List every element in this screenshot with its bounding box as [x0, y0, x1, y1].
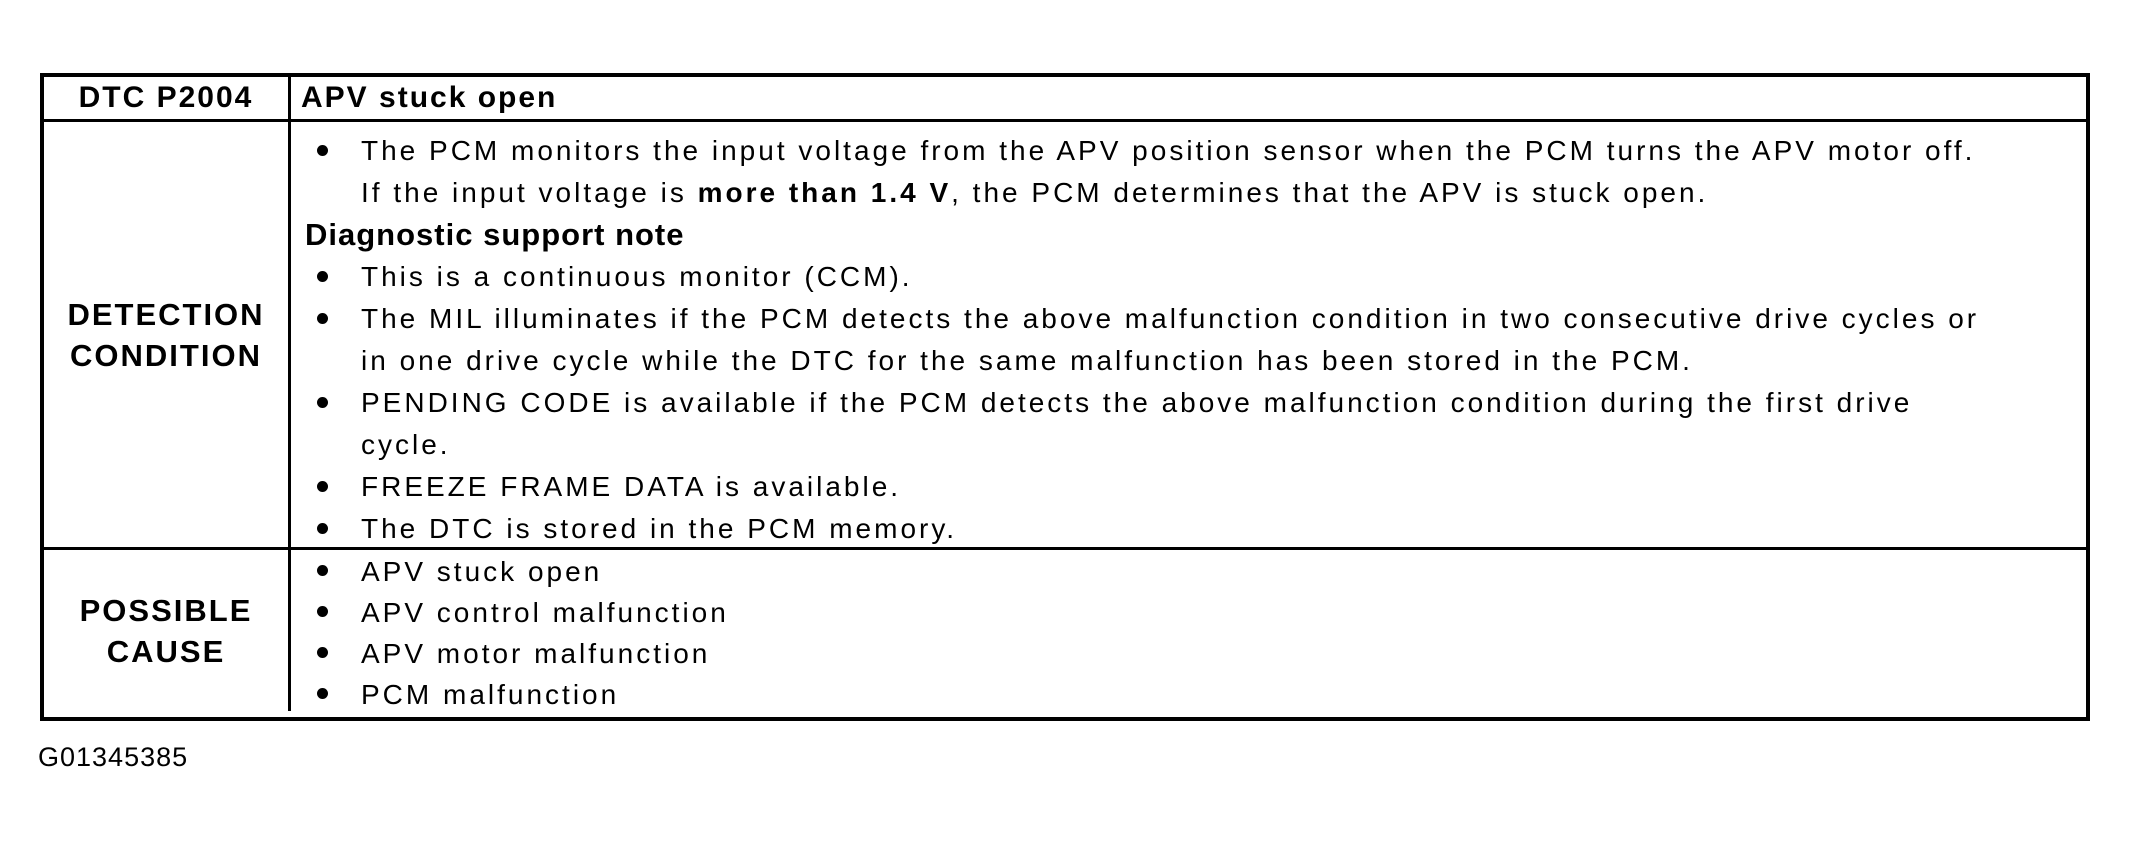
bullet-icon [317, 481, 328, 492]
dtc-table: DTC P2004 APV stuck open DETECTION CONDI… [40, 73, 2090, 721]
bullet-icon [317, 606, 328, 617]
dtc-code-cell: DTC P2004 [44, 77, 291, 119]
detection-condition-label-cell: DETECTION CONDITION [44, 122, 291, 547]
bullet-text-line: in one drive cycle while the DTC for the… [361, 345, 1693, 376]
bullet-icon [317, 688, 328, 699]
bullet-text-line: The MIL illuminates if the PCM detects t… [361, 303, 1980, 334]
bullet-icon [317, 647, 328, 658]
bullet-text-line: PENDING CODE is available if the PCM det… [361, 387, 1913, 418]
bullet-text-line: The DTC is stored in the PCM memory. [361, 513, 958, 544]
bullet-item: APV control malfunction [305, 592, 2080, 633]
dtc-code: DTC P2004 [78, 81, 254, 114]
bullet-icon [317, 271, 328, 282]
bullet-text-line: APV motor malfunction [361, 638, 711, 669]
bullet-icon [317, 313, 328, 324]
bullet-item: The DTC is stored in the PCM memory. [305, 508, 2080, 550]
bullet-item: PCM malfunction [305, 674, 2080, 715]
bullet-text-line: If the input voltage is more than 1.4 V,… [361, 177, 1709, 208]
bullet-item: APV stuck open [305, 551, 2080, 592]
table-header-row: DTC P2004 APV stuck open [44, 77, 2086, 119]
bullet-text-line: FREEZE FRAME DATA is available. [361, 471, 902, 502]
bullet-text-line: APV stuck open [361, 556, 603, 587]
figure-id: G01345385 [38, 742, 189, 772]
diagnostic-support-note-heading: Diagnostic support note [305, 217, 685, 252]
dtc-title: APV stuck open [301, 81, 558, 114]
detection-condition-label: DETECTION CONDITION [67, 296, 265, 373]
possible-cause-label: POSSIBLE CAUSE [79, 592, 253, 669]
possible-cause-label-cell: POSSIBLE CAUSE [44, 550, 291, 711]
bullet-item: The PCM monitors the input voltage from … [305, 130, 2080, 214]
bullet-icon [317, 523, 328, 534]
bullet-item: PENDING CODE is available if the PCM det… [305, 382, 2080, 466]
bullet-text-line: cycle. [361, 429, 451, 460]
bullet-icon [317, 145, 328, 156]
bullet-item: FREEZE FRAME DATA is available. [305, 466, 2080, 508]
dtc-title-cell: APV stuck open [291, 77, 2086, 119]
bullet-item: The MIL illuminates if the PCM detects t… [305, 298, 2080, 382]
bullet-text-line: The PCM monitors the input voltage from … [361, 135, 1976, 166]
bullet-item: APV motor malfunction [305, 633, 2080, 674]
detection-condition-row: DETECTION CONDITION The PCM monitors the… [44, 119, 2086, 547]
bullet-text-line: This is a continuous monitor (CCM). [361, 261, 913, 292]
bullet-text-line: PCM malfunction [361, 679, 620, 710]
bullet-icon [317, 565, 328, 576]
detection-condition-content: The PCM monitors the input voltage from … [291, 122, 2086, 547]
bullet-icon [317, 397, 328, 408]
bullet-item: This is a continuous monitor (CCM). [305, 256, 2080, 298]
bullet-text-line: APV control malfunction [361, 597, 729, 628]
